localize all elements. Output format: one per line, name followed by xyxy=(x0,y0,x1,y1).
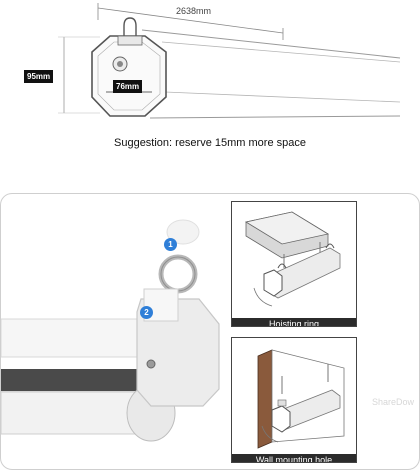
end-cap-octagon xyxy=(91,35,167,117)
wall-mounting-caption: Wall mounting hole xyxy=(232,454,356,462)
wall-mounting-panel: Wall mounting hole xyxy=(231,337,357,463)
step-badge-1: 1 xyxy=(164,238,177,251)
length-dimension-line xyxy=(97,7,284,34)
hoisting-ring-panel: Hoisting ring xyxy=(231,201,357,327)
mount-illustration xyxy=(1,219,220,442)
suggestion-text: Suggestion: reserve 15mm more space xyxy=(114,137,306,149)
case-outline xyxy=(141,29,401,59)
hoisting-ring-illustration xyxy=(244,211,341,307)
roller-tube xyxy=(1,391,152,435)
installation-photo: 1 2 Hoisting ring Wall mounting ho xyxy=(0,193,420,470)
wall-mount-illustration xyxy=(257,349,345,449)
end-cap-block xyxy=(136,298,220,407)
dimension-diagram xyxy=(58,3,401,119)
height-tag: 95mm xyxy=(24,70,54,83)
mounting-hook xyxy=(123,17,137,40)
step-badge-2: 2 xyxy=(140,306,153,319)
length-label: 2638mm xyxy=(176,6,212,16)
width-tag: 76mm xyxy=(113,80,143,93)
hoisting-ring-caption: Hoisting ring xyxy=(232,318,356,326)
screw-icon xyxy=(146,359,156,369)
watermark: ShareDow xyxy=(371,397,414,407)
screen-housing xyxy=(1,318,152,358)
